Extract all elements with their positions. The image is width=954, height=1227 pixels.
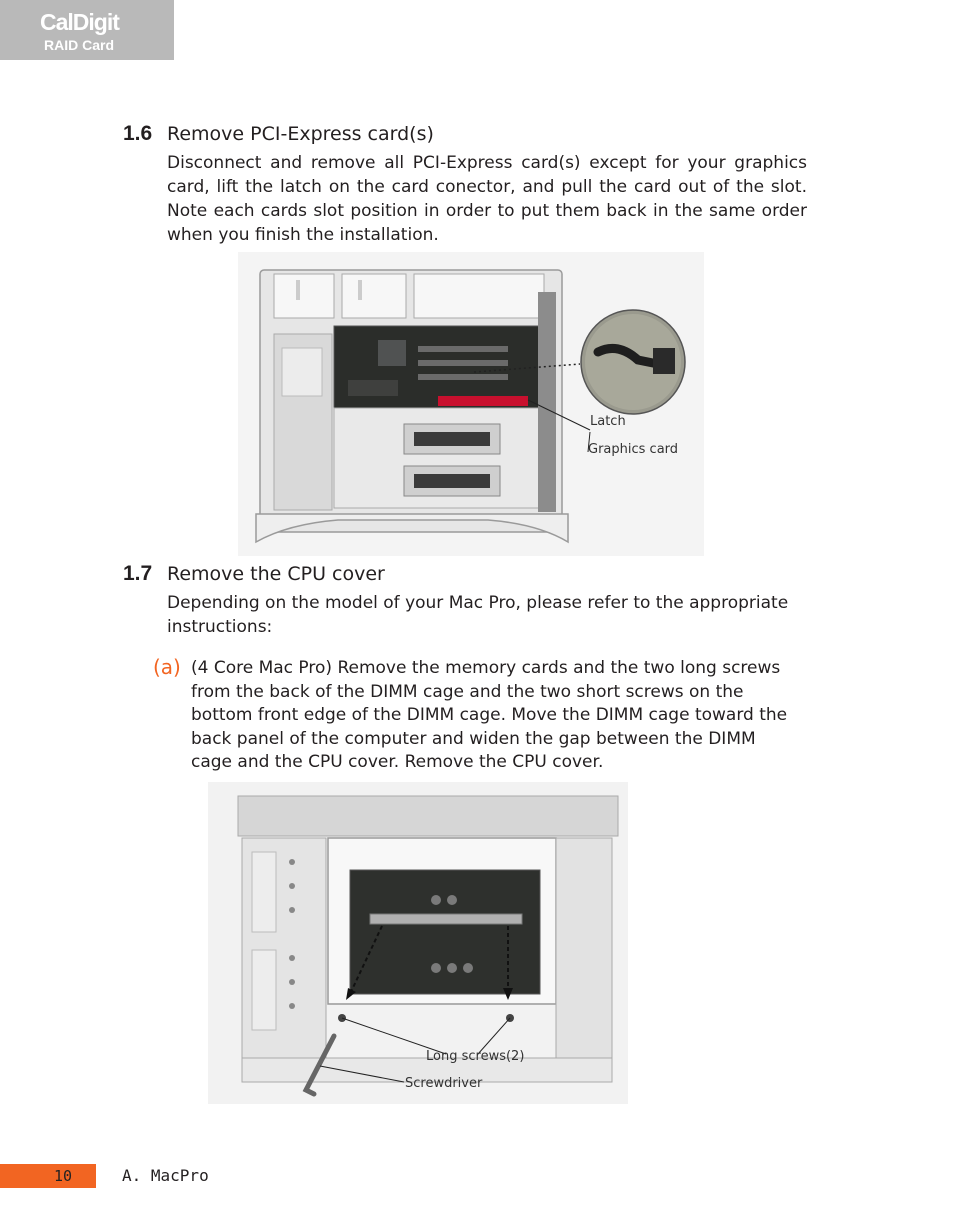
logo-product: RAID Card — [44, 37, 115, 53]
footer-chapter-label: A. MacPro — [122, 1166, 209, 1185]
pci-card-figure — [238, 252, 704, 556]
cpu-cover-figure — [208, 782, 628, 1104]
section-number: 1.6 — [123, 122, 153, 145]
logo-brand: CalDigit — [40, 9, 120, 35]
sub-item-text: (4 Core Mac Pro) Remove the memory cards… — [191, 658, 788, 772]
section-title: Remove PCI-Express card(s) — [167, 123, 434, 145]
sub-item-label: (a) — [153, 655, 181, 679]
footer-page-bar — [0, 1164, 96, 1188]
section-body: Depending on the model of your Mac Pro, … — [167, 593, 789, 637]
callout-screwdriver: Screwdriver — [405, 1076, 483, 1091]
page-number: 10 — [54, 1167, 73, 1185]
caldigit-logo: CalDigit RAID Card — [0, 0, 174, 60]
section-title: Remove the CPU cover — [167, 563, 385, 585]
section-number: 1.7 — [123, 562, 153, 585]
section-body: Disconnect and remove all PCI-Express ca… — [167, 153, 807, 245]
callout-long-screws: Long screws(2) — [426, 1049, 525, 1064]
callout-graphics-card: Graphics card — [588, 442, 679, 457]
callout-latch: Latch — [590, 414, 626, 429]
